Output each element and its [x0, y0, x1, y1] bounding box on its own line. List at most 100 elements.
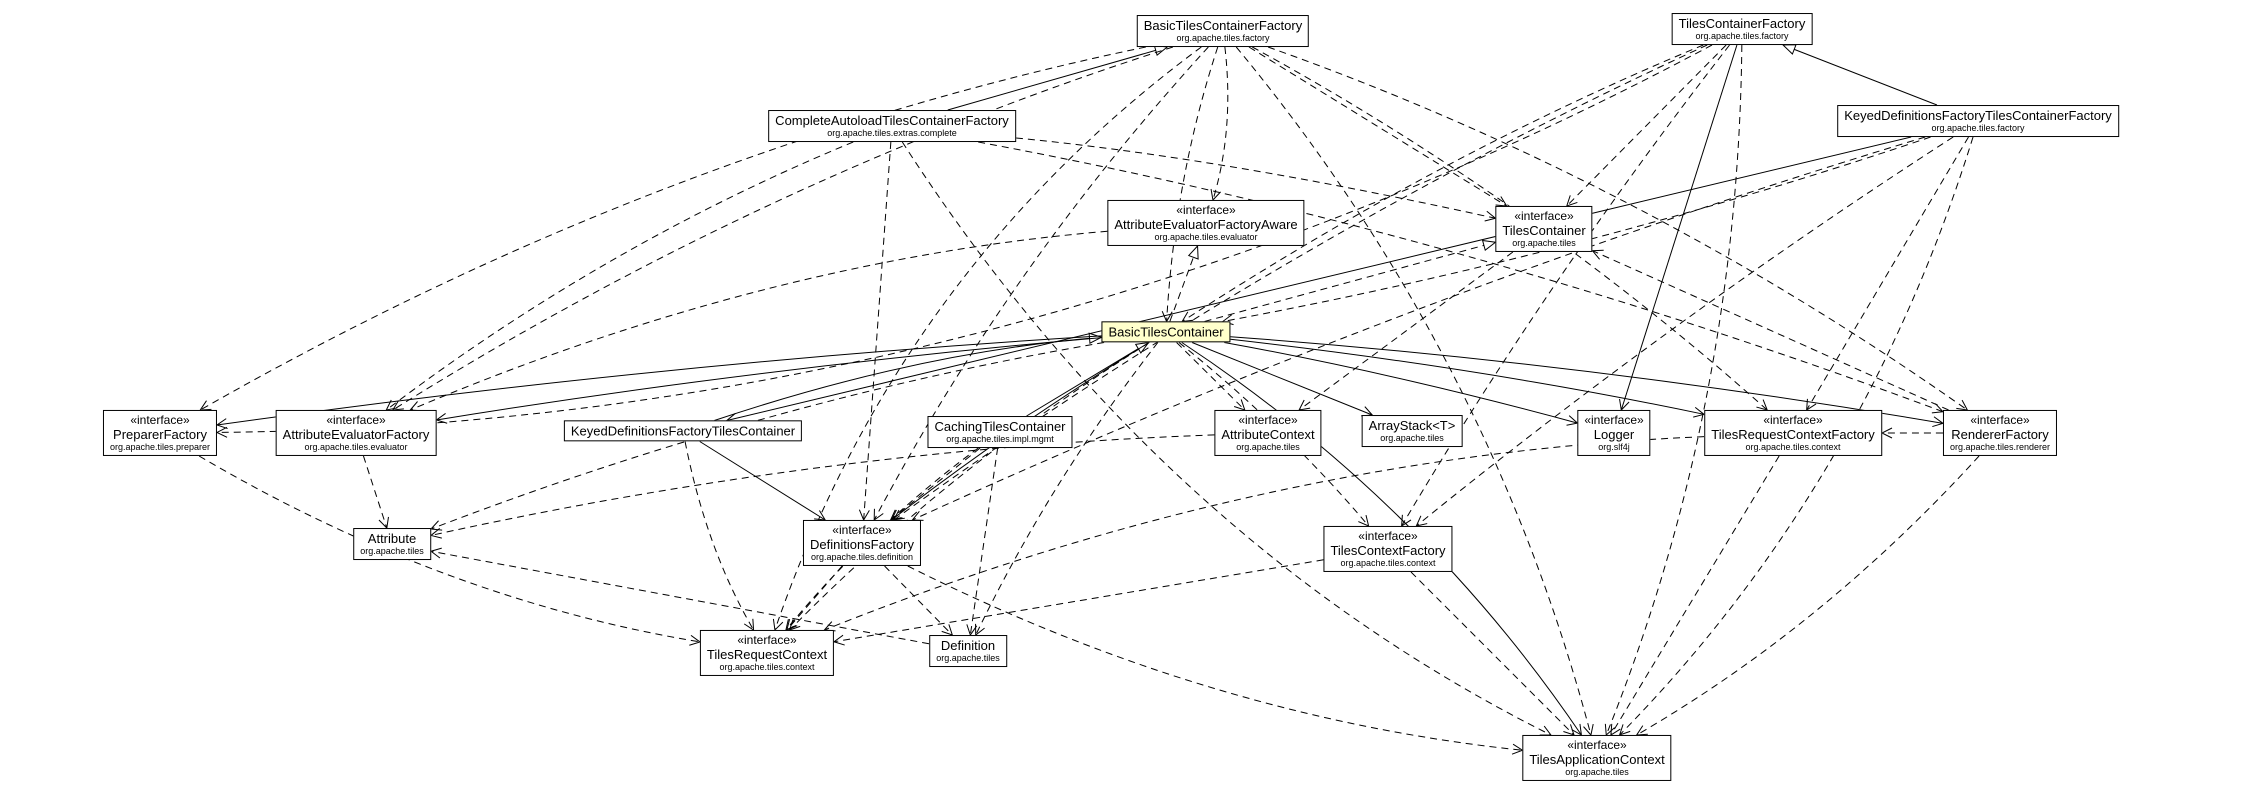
package-label: org.apache.tiles.impl.mgmt	[946, 434, 1054, 445]
edge-attributeContext-to-attribute	[429, 434, 1215, 539]
stereotype-label: «interface»	[130, 412, 190, 427]
class-name-label: TilesRequestContextFactory	[1711, 427, 1875, 443]
package-label: org.apache.tiles.preparer	[109, 442, 211, 453]
edge-completeAutoload-to-tilesApplicationContext	[901, 141, 1552, 736]
edge-basicTilesContainer-to-rendererFactory	[1230, 336, 1945, 428]
class-name-label: PreparerFactory	[113, 427, 207, 443]
stereotype-label: «interface»	[1358, 528, 1418, 543]
package-label: org.apache.tiles.context	[1340, 558, 1436, 569]
edge-attributeEvaluatorFactory-to-attribute	[362, 455, 389, 530]
edge-basicTilesContainer-to-tilesApplicationContext	[1181, 342, 1583, 736]
edge-basicTilesContainer-to-logger	[1224, 342, 1579, 426]
edge-cachingTilesContainer-to-definition	[966, 447, 999, 637]
edge-keyedDefsFactory-to-tilesRequestContextFactory	[1806, 136, 1969, 411]
edge-keyedDefsFactory-to-basicTilesContainer	[1221, 136, 1931, 326]
edge-completeAutoload-to-basicTilesContainerFactory	[947, 44, 1169, 111]
edge-preparerFactory-to-tilesRequestContext	[198, 455, 702, 646]
package-label: org.apache.tiles	[936, 653, 1000, 664]
package-label: org.apache.tiles	[1236, 442, 1300, 453]
edge-completeAutoload-to-tilesContainer	[1015, 137, 1497, 222]
stereotype-label: «interface»	[737, 632, 797, 647]
edge-basicTilesContainerFactory-to-definitionsFactory	[873, 46, 1209, 521]
edge-basicTilesContainer-to-attributeEvaluatorFactoryAware	[1169, 244, 1199, 322]
class-name-label: RendererFactory	[1951, 427, 2049, 443]
package-label: org.apache.tiles	[360, 546, 424, 557]
stereotype-label: «interface»	[1176, 202, 1236, 217]
edge-basicTilesContainer-to-tilesRequestContext	[788, 342, 1150, 631]
package-label: org.apache.tiles.factory	[1695, 31, 1789, 42]
edge-rendererFactory-to-tilesApplicationContext	[1635, 455, 1980, 736]
edge-tilesContainerFactory-to-preparerFactory	[215, 44, 1713, 438]
edge-basicTilesContainer-to-attributeContext	[1176, 342, 1246, 411]
stereotype-label: «interface»	[1763, 412, 1823, 427]
edge-basicTilesContainerFactory-to-tilesApplicationContext	[1235, 46, 1594, 737]
edge-basicTilesContainerFactory-to-attributeEvaluatorFactoryAware	[1210, 46, 1229, 202]
package-label: org.apache.tiles	[1512, 238, 1576, 249]
class-name-label: DefinitionsFactory	[809, 537, 915, 553]
edge-keyedDefsFactory-to-tilesContainerFactory	[1781, 44, 1938, 106]
package-label: org.slf4j	[1598, 442, 1630, 453]
edge-basicTilesContainer-to-attribute	[429, 342, 1105, 531]
package-label: org.apache.tiles.context	[1745, 442, 1841, 453]
class-name-label: TilesContextFactory	[1330, 543, 1446, 559]
class-name-label: AttributeEvaluatorFactory	[282, 427, 430, 443]
package-label: org.apache.tiles	[1565, 767, 1629, 778]
edge-keyedDefsFactory-to-tilesApplicationContext	[1618, 136, 1974, 736]
class-node-arraystack[interactable]: ArrayStack<T>org.apache.tiles	[1361, 415, 1463, 447]
class-name-label: AttributeContext	[1221, 427, 1315, 443]
package-label: org.apache.tiles.factory	[1931, 123, 2025, 134]
edge-keyedDefsFactory-to-keyedDefsContainer	[725, 136, 1912, 424]
edge-definitionsFactory-to-tilesApplicationContext	[907, 565, 1524, 755]
edge-keyedDefsContainer-to-definitionsFactory	[699, 441, 827, 521]
package-label: org.apache.tiles.factory	[1176, 33, 1270, 44]
edge-basicTilesContainerFactory-to-attributeEvaluatorFactory	[391, 46, 1174, 411]
stereotype-label: «interface»	[1514, 208, 1574, 223]
class-node-basictilescontainer[interactable]: BasicTilesContainer	[1101, 321, 1231, 343]
edge-tilesRequestContextFactory-to-tilesApplicationContext	[1610, 455, 1780, 736]
edge-keyedDefsFactory-to-definitionsFactory	[911, 136, 1926, 521]
stereotype-label: «interface»	[1567, 737, 1627, 752]
edge-definition-to-attribute	[429, 547, 930, 645]
edge-tilesContainerFactory-to-tilesContextFactory	[1401, 44, 1730, 527]
class-node-attributeevaluatorfactoryaware[interactable]: «interface»AttributeEvaluatorFactoryAwar…	[1107, 199, 1305, 247]
class-name-label: AttributeEvaluatorFactoryAware	[1114, 217, 1298, 233]
edge-basicTilesContainerFactory-to-tilesContainer	[1248, 46, 1508, 207]
class-name-label: BasicTilesContainer	[1108, 324, 1224, 340]
edge-cachingTilesContainer-to-definitionsFactory	[889, 447, 981, 521]
class-node-keyeddefsfactory[interactable]: KeyedDefinitionsFactoryTilesContainerFac…	[1837, 105, 2119, 137]
class-name-label: KeyedDefinitionsFactoryTilesContainerFac…	[1844, 108, 2112, 124]
edge-basicTilesContainer-to-arrayStack	[1191, 342, 1374, 417]
edge-rendererFactory-to-tilesContainer	[1591, 249, 1949, 411]
class-name-label: TilesContainer	[1502, 223, 1586, 239]
edge-tilesContextFactory-to-tilesApplicationContext	[1410, 571, 1575, 736]
stereotype-label: «interface»	[832, 522, 892, 537]
edge-basicTilesContainerFactory-to-rendererFactory	[1267, 46, 1969, 411]
edge-definitionsFactory-to-tilesRequestContext	[786, 565, 843, 631]
edge-keyedDefsContainer-to-tilesRequestContext	[684, 441, 755, 631]
edge-tilesRequestContextFactory-to-tilesRequestContext	[823, 436, 1705, 632]
edge-tilesContainer-to-attributeContext	[1298, 251, 1514, 411]
class-name-label: ArrayStack<T>	[1368, 418, 1456, 434]
class-name-label: TilesContainerFactory	[1678, 16, 1806, 32]
package-label: org.apache.tiles	[1380, 433, 1444, 444]
class-name-label: BasicTilesContainerFactory	[1143, 18, 1303, 34]
class-node-keyeddefscontainer[interactable]: KeyedDefinitionsFactoryTilesContainer	[563, 420, 803, 442]
